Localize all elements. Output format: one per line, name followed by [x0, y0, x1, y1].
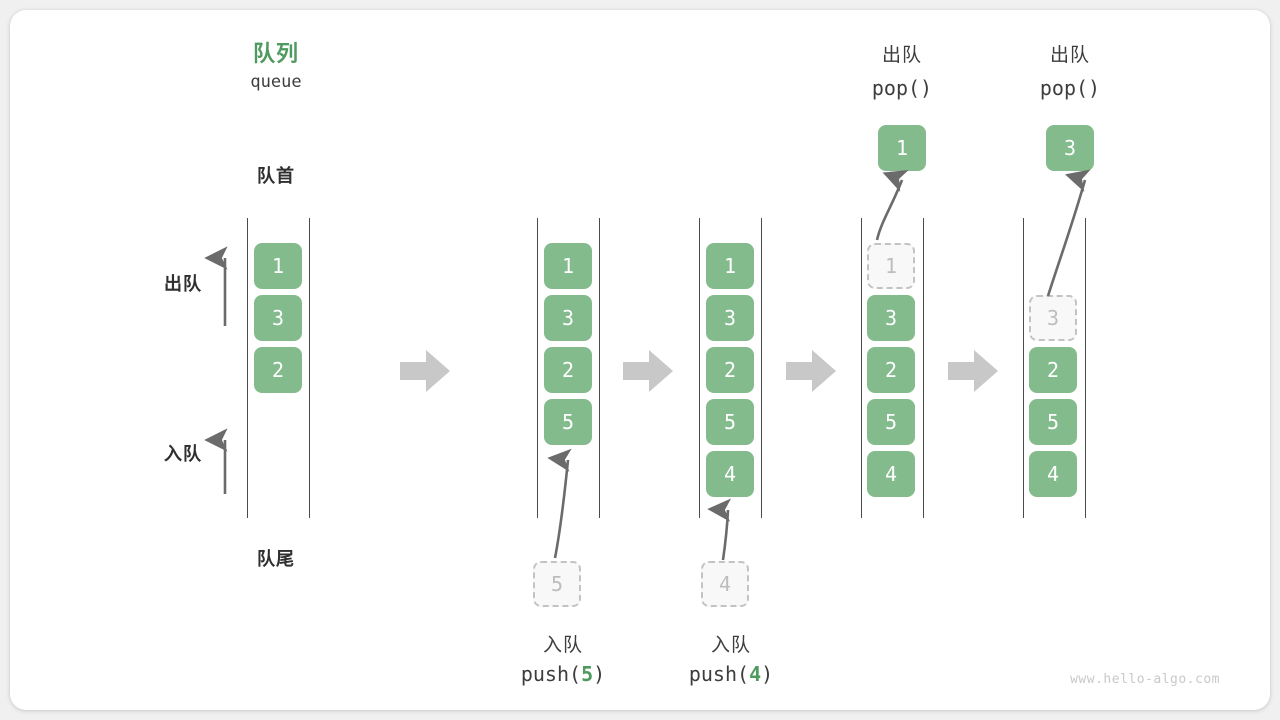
push-caption-arg: 5 [581, 662, 594, 686]
watermark: www.hello-algo.com [1070, 672, 1220, 687]
queue-cell: 1 [544, 243, 592, 289]
pending-push-cell: 4 [701, 561, 749, 607]
queue-front-label: 队首 [257, 166, 295, 187]
push-caption-code: push(5) [520, 662, 606, 686]
queue-cell: 5 [867, 399, 915, 445]
queue-rail-right [923, 218, 924, 518]
dequeue-direction-arrow [204, 246, 228, 326]
push-caption-arg: 4 [749, 662, 762, 686]
queue-rail-right [761, 218, 762, 518]
queue-cell: 1 [254, 243, 302, 289]
queue-cell-new: 4 [706, 451, 754, 497]
enqueue-side-label: 入队 [164, 444, 202, 465]
queue-cell: 4 [1029, 451, 1077, 497]
transition-arrow-icon [623, 350, 673, 392]
queue-cell: 3 [254, 295, 302, 341]
queue-rail-left [861, 218, 862, 518]
push-caption-code: push(4) [688, 662, 774, 686]
transition-arrow-icon [948, 350, 998, 392]
pop-arrow [1046, 169, 1091, 297]
queue-cell: 1 [706, 243, 754, 289]
pop-header-cn: 出队 [881, 44, 922, 66]
queue-rail-right [309, 218, 310, 518]
queue-cell: 2 [867, 347, 915, 393]
queue-rail-left [537, 218, 538, 518]
queue-cell: 2 [544, 347, 592, 393]
queue-rail-right [1085, 218, 1086, 518]
transition-arrow-icon [786, 350, 836, 392]
push-arrow [547, 448, 572, 559]
push-caption-fn: push( [520, 662, 582, 686]
pop-header-code: pop() [1039, 76, 1101, 100]
popped-cell: 3 [1046, 125, 1094, 171]
dequeue-side-label: 出队 [164, 274, 202, 295]
pop-header-cn: 出队 [1049, 44, 1090, 66]
push-caption-fn: push( [688, 662, 750, 686]
queue-cell: 5 [1029, 399, 1077, 445]
removed-cell: 3 [1029, 295, 1077, 341]
queue-rail-left [1023, 218, 1024, 518]
queue-cell: 3 [706, 295, 754, 341]
removed-cell: 1 [867, 243, 915, 289]
queue-cell: 2 [1029, 347, 1077, 393]
queue-cell: 2 [254, 347, 302, 393]
pending-push-cell: 5 [533, 561, 581, 607]
queue-rail-right [599, 218, 600, 518]
page-title: 队列 [252, 42, 299, 67]
page-subtitle: queue [250, 72, 302, 92]
queue-cell: 3 [544, 295, 592, 341]
push-caption-cn: 入队 [542, 634, 583, 656]
popped-cell: 1 [878, 125, 926, 171]
queue-rail-left [247, 218, 248, 518]
queue-rail-left [699, 218, 700, 518]
queue-cell-new: 5 [544, 399, 592, 445]
diagram-card: 队列 queue 队首 队尾 出队 入队 1 3 2 [10, 10, 1270, 710]
queue-cell: 2 [706, 347, 754, 393]
pop-header-code: pop() [871, 76, 933, 100]
pop-arrow [875, 170, 909, 241]
queue-cell: 4 [867, 451, 915, 497]
transition-arrow-icon [400, 350, 450, 392]
queue-cell: 5 [706, 399, 754, 445]
push-caption-cn: 入队 [710, 634, 751, 656]
queue-cell: 3 [867, 295, 915, 341]
queue-rear-label: 队尾 [257, 549, 295, 570]
enqueue-direction-arrow [204, 428, 228, 494]
push-arrow [707, 498, 732, 561]
